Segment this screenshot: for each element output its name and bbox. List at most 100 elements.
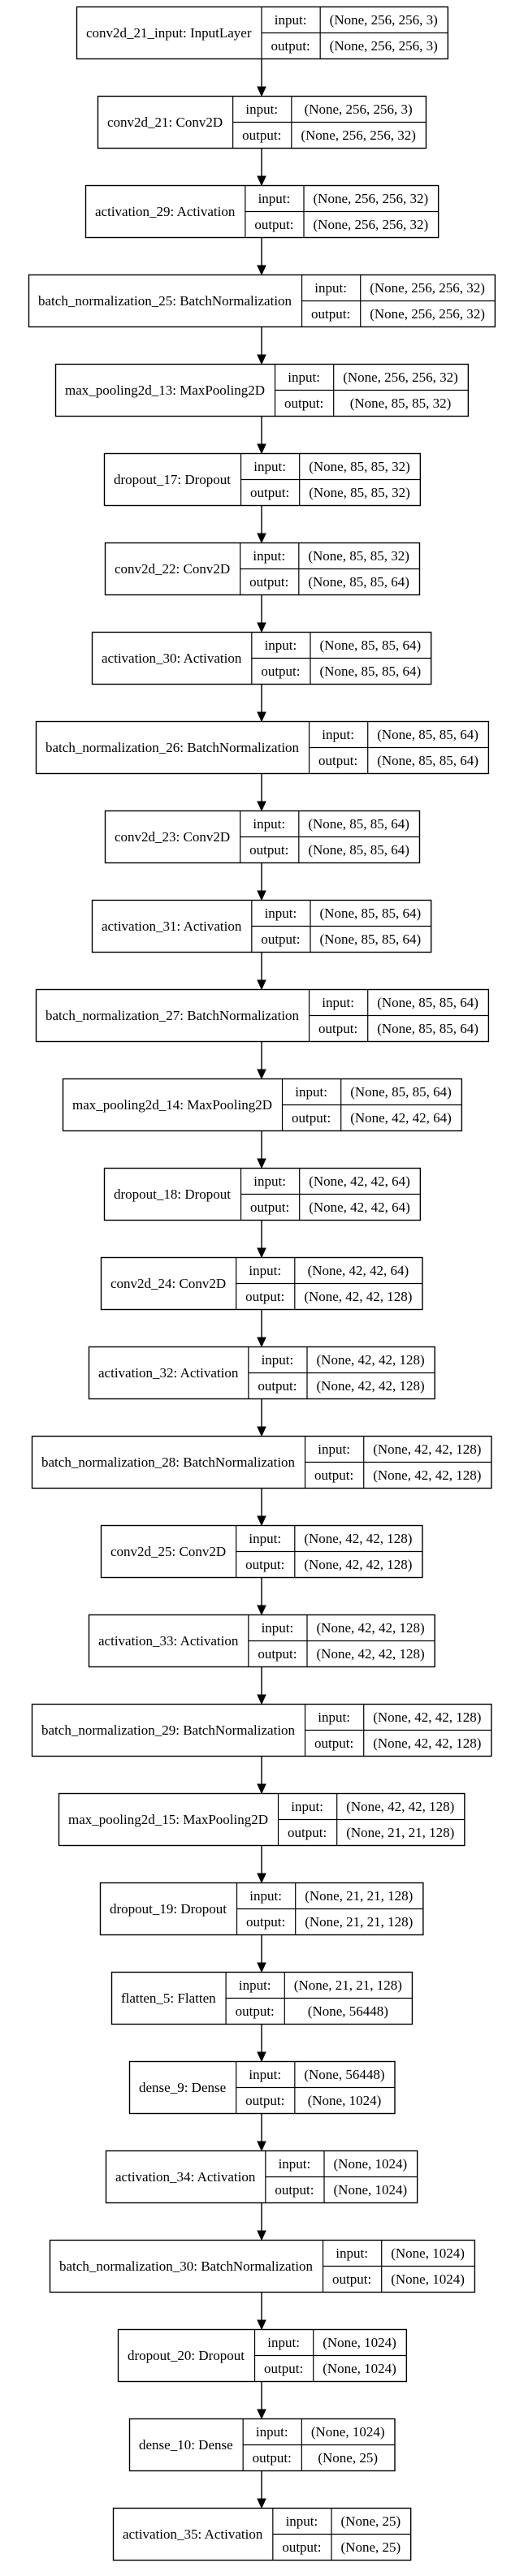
input-shape: (None, 21, 21, 128) [294,1977,402,1993]
input-shape: (None, 25) [341,2513,401,2529]
layer-node-activation-34: activation_34: Activationinput:output:(N… [105,2150,418,2204]
edge-arrow [257,863,266,901]
input-label: input: [239,1977,271,1993]
output-label: output: [284,395,323,411]
layer-node-activation-35: activation_35: Activation input: output: (N… [112,2507,412,2561]
edge-arrow [257,2382,266,2420]
output-label: output: [249,574,288,590]
layer-node-dense-9: dense_9: Dense input: output: (None, 56448)… [128,2060,396,2115]
layer-name: flatten_5: Flatten [121,1990,216,2006]
input-label: input: [286,2513,318,2529]
layer-name: dropout_18: Dropout [114,1186,231,1202]
layer-name: dropout_19: Dropout [110,1901,227,1917]
output-label: output: [275,2182,314,2198]
output-label: output: [245,2093,284,2108]
input-label: input: [262,1620,294,1636]
output-label: output: [245,1289,284,1304]
edge-arrow [257,2203,266,2241]
output-label: output: [236,2003,275,2019]
input-shape: (None, 42, 42, 128) [317,1620,425,1636]
input-shape: (None, 42, 42, 128) [346,1799,454,1814]
layer-node-batch-normalization-26: batch_normalization_26: BatchNormalizati… [35,720,490,775]
layer-name: batch_normalization_29: BatchNormalizati… [41,1722,296,1738]
input-shape: (None, 85, 85, 64) [377,727,479,742]
layer-node-conv2d-25: conv2d_25: Conv2D input: output: (None, 42,… [100,1524,423,1579]
edge-arrow [257,953,266,991]
output-shape: (None, 25) [318,2450,378,2466]
input-label: input: [265,905,297,921]
input-shape: (None, 85, 85, 64) [350,1084,452,1100]
output-label: output: [271,38,310,54]
edge-arrow [257,2293,266,2331]
input-label: input: [267,2335,300,2350]
output-shape: (None, 42, 42, 128) [373,1467,481,1483]
input-label: input: [262,1352,294,1368]
layer-node-flatten-5: flatten_5: Flatten input: output: (None, 21… [110,1971,414,2025]
output-label: output: [318,1021,357,1036]
edge-arrow [257,1578,266,1616]
edge-arrow [257,1935,266,1973]
layer-name: conv2d_23: Conv2D [115,829,230,845]
output-shape: (None, 42, 42, 128) [304,1557,412,1572]
diagram-nodes: conv2d_21_input: InputLayer input: output:… [28,6,496,2561]
output-shape: (None, 25) [341,2539,401,2555]
layer-name: dropout_17: Dropout [114,472,231,487]
input-label: input: [249,2067,281,2082]
layer-name: activation_31: Activation [102,918,242,934]
output-label: output: [318,753,357,768]
output-shape: (None, 21, 21, 128) [305,1914,413,1930]
input-label: input: [253,459,286,474]
output-shape: (None, 21, 21, 128) [346,1825,454,1840]
layer-name: batch_normalization_30: BatchNormalizati… [59,2258,314,2274]
output-label: output: [332,2271,371,2287]
output-label: output: [314,1467,353,1483]
output-shape: (None, 85, 85, 64) [377,1021,479,1036]
input-label: input: [249,1888,282,1904]
layer-node-max-pooling2d-14: max_pooling2d_14: MaxPooling2Dinput:outp… [62,1078,463,1132]
layer-name: conv2d_25: Conv2D [110,1544,226,1559]
input-shape: (None, 42, 42, 128) [304,1531,412,1546]
layer-name: conv2d_22: Conv2D [115,561,230,577]
input-label: input: [322,727,354,742]
output-shape: (None, 85, 85, 32) [350,395,452,411]
input-shape: (None, 42, 42, 64) [308,1263,409,1278]
input-shape: (None, 42, 42, 128) [317,1352,425,1368]
input-shape: (None, 85, 85, 64) [320,638,422,653]
input-label: input: [258,191,291,206]
output-shape: (None, 1024) [323,2361,396,2376]
output-shape: (None, 256, 256, 32) [314,217,429,232]
edge-arrow [257,1221,266,1259]
layer-name: activation_32: Activation [98,1365,239,1381]
input-label: input: [253,816,285,832]
layer-name: activation_35: Activation [123,2526,263,2542]
layer-name: conv2d_21: Conv2D [107,115,223,130]
output-label: output: [282,2539,321,2555]
input-label: input: [336,2245,368,2261]
input-shape: (None, 21, 21, 128) [305,1888,413,1904]
input-shape: (None, 56448) [304,2067,384,2082]
output-shape: (None, 256, 256, 32) [301,128,416,143]
input-label: input: [279,2156,311,2172]
edge-arrow [257,59,266,97]
layer-node-activation-31: activation_31: Activationinput:output:(N… [91,899,432,953]
input-label: input: [291,1799,323,1814]
output-label: output: [245,1557,284,1572]
input-label: input: [275,12,307,28]
edge-arrow [257,1846,266,1884]
input-label: input: [249,1263,281,1278]
output-label: output: [292,1110,331,1126]
input-label: input: [249,1531,281,1546]
input-label: input: [318,1709,350,1725]
output-shape: (None, 42, 42, 64) [309,1199,410,1215]
input-label: input: [253,548,285,564]
edge-arrow [257,595,266,633]
edge-arrow [257,1131,266,1169]
layer-name: conv2d_21_input: InputLayer [86,25,252,41]
layer-name: dense_9: Dense [139,2080,226,2095]
edge-arrow [257,2114,266,2152]
